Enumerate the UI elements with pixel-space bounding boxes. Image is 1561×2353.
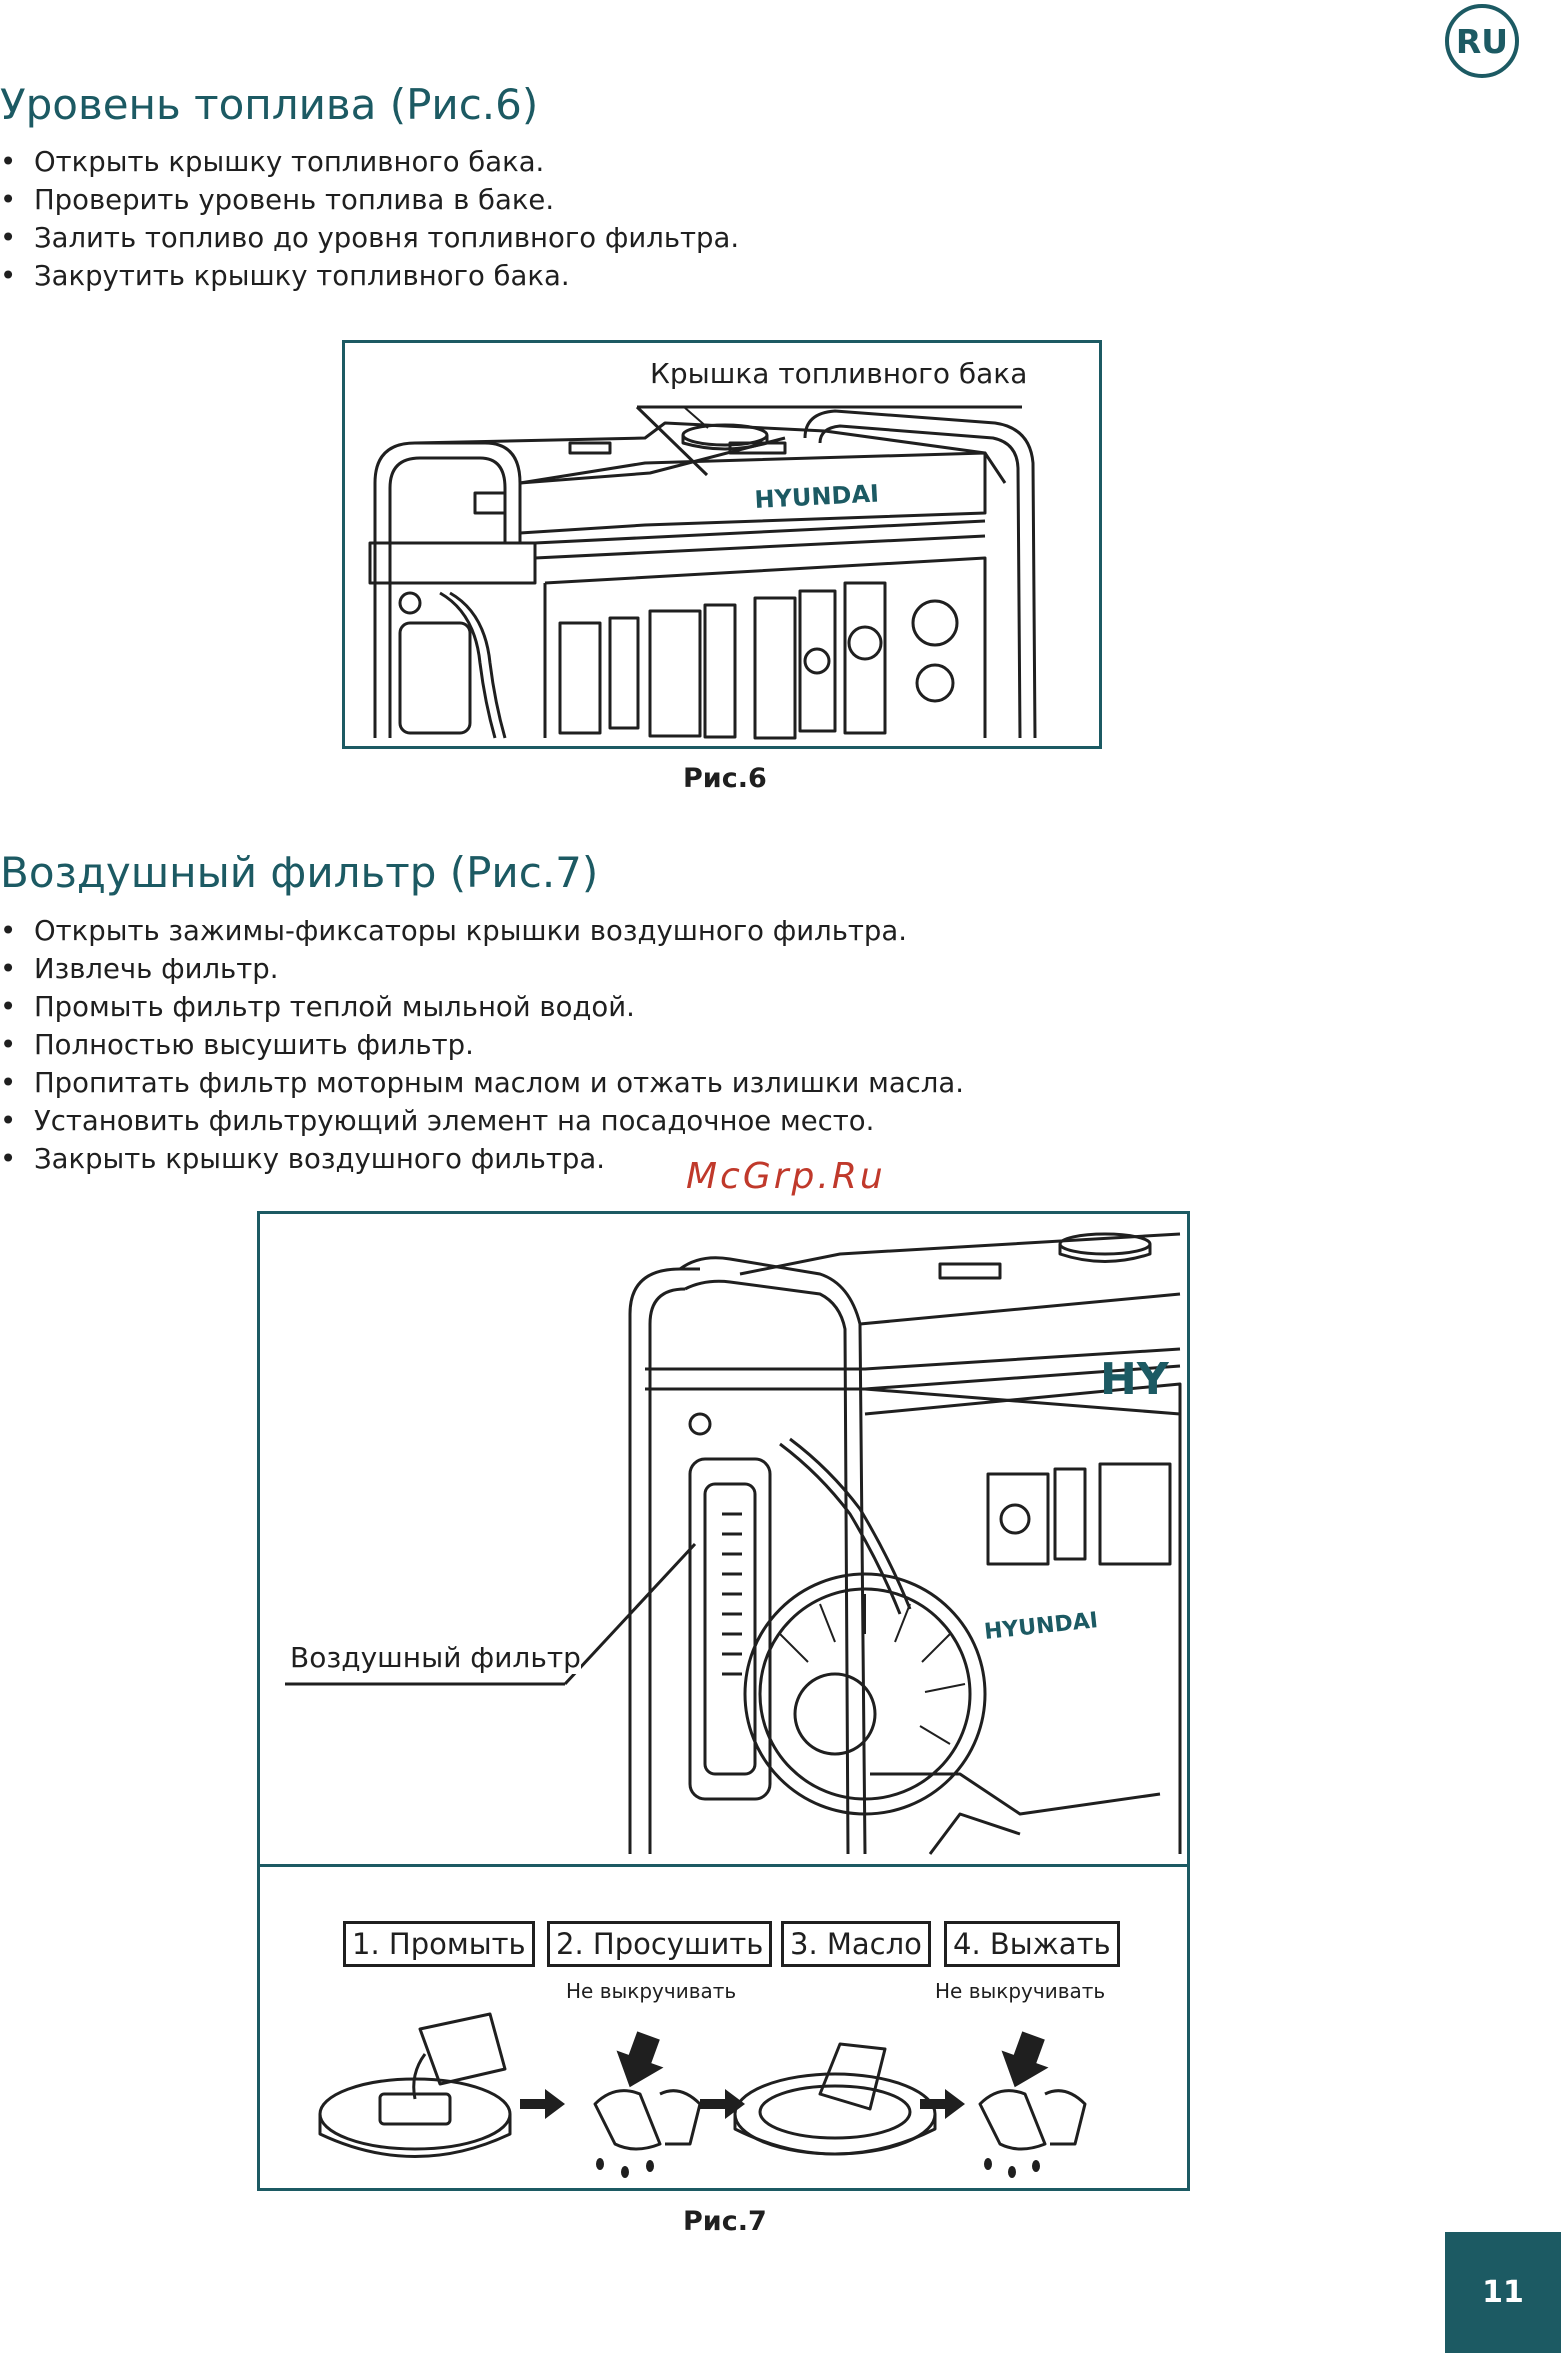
step-wash: 1. Промыть — [343, 1921, 535, 1967]
language-badge: RU — [1445, 4, 1519, 78]
list-item: Промыть фильтр теплой мыльной водой. — [0, 988, 964, 1026]
list-item: Полностью высушить фильтр. — [0, 1026, 964, 1064]
list-item: Извлечь фильтр. — [0, 950, 964, 988]
hyundai-logo: HYUNDAI — [754, 480, 880, 514]
hyundai-logo-tank: HY — [1100, 1354, 1170, 1405]
callout-leader-line — [563, 1542, 697, 1686]
section-title-air-filter: Воздушный фильтр (Рис.7) — [0, 848, 599, 897]
page-number: 11 — [1445, 2232, 1561, 2353]
figure-6-caption: Рис.6 — [683, 763, 767, 794]
list-item: Проверить уровень топлива в баке. — [0, 181, 739, 219]
figure-7-caption: Рис.7 — [683, 2206, 767, 2237]
fuel-level-steps: Открыть крышку топливного бака. Проверит… — [0, 143, 739, 295]
note-no-wring-2: Не выкручивать — [935, 1979, 1106, 2003]
step-squeeze: 4. Выжать — [944, 1921, 1120, 1967]
list-item: Закрутить крышку топливного бака. — [0, 257, 739, 295]
figure-6-frame: HYUNDAI Крышка топливного бака — [342, 340, 1102, 749]
filter-cleaning-steps-illustration — [318, 2012, 1087, 2178]
step-dry: 2. Просушить — [547, 1921, 773, 1967]
list-item: Пропитать фильтр моторным маслом и отжат… — [0, 1064, 964, 1102]
note-no-wring-1: Не выкручивать — [566, 1979, 737, 2003]
generator-illustration-fig6: HYUNDAI — [368, 405, 1037, 740]
list-item: Закрыть крышку воздушного фильтра. — [0, 1140, 964, 1178]
air-filter-steps: Открыть зажимы-фиксаторы крышки воздушно… — [0, 912, 964, 1178]
list-item: Открыть зажимы-фиксаторы крышки воздушно… — [0, 912, 964, 950]
hyundai-logo-panel: HYUNDAI — [983, 1608, 1099, 1645]
step-oil: 3. Масло — [781, 1921, 931, 1967]
list-item: Залить топливо до уровня топливного филь… — [0, 219, 739, 257]
callout-fuel-cap: Крышка топливного бака — [650, 357, 1028, 390]
watermark: McGrp.Ru — [686, 1156, 886, 1197]
callout-air-filter: Воздушный фильтр — [290, 1641, 581, 1674]
list-item: Открыть крышку топливного бака. — [0, 143, 739, 181]
section-title-fuel-level: Уровень топлива (Рис.6) — [0, 80, 539, 129]
figure-divider — [260, 1864, 1187, 1867]
list-item: Установить фильтрующий элемент на посадо… — [0, 1102, 964, 1140]
figure-7-frame: HY HYUNDAI Воздушный фильтр 1. Промыть 2… — [257, 1211, 1190, 2191]
generator-illustration-fig7: HY HYUNDAI — [285, 1232, 1182, 1855]
